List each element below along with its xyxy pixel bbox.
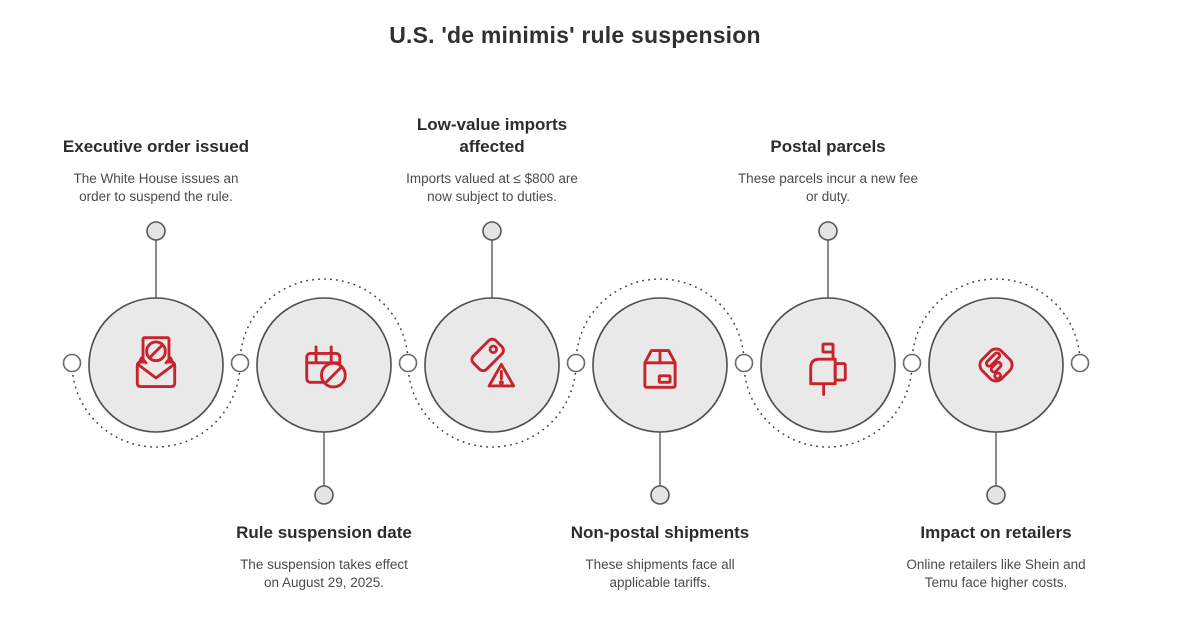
step-block-rule-suspension-date: Rule suspension date The suspension take… <box>184 522 464 591</box>
envelope-ban-icon <box>135 336 177 389</box>
step-description: Imports valued at ≤ $800 are now subject… <box>406 171 578 204</box>
step-title: Impact on retailers <box>920 523 1072 542</box>
step-title: Low-value imports affected <box>416 115 568 156</box>
page-title: U.S. 'de minimis' rule suspension <box>389 22 761 48</box>
step-block-executive-order: Executive order issued The White House i… <box>16 112 296 205</box>
price-tag-alert-icon <box>470 337 516 388</box>
stem-end-dots <box>146 221 1006 505</box>
calendar-ban-icon <box>305 345 347 389</box>
step-description: These parcels incur a new fee or duty. <box>737 171 919 204</box>
step-block-impact-on-retailers: Impact on retailers Online retailers lik… <box>856 522 1136 591</box>
step-description: The White House issues an order to suspe… <box>73 171 239 204</box>
feed-diamond-icon <box>978 347 1014 383</box>
step-node-4 <box>592 297 728 433</box>
mailbox-icon <box>809 342 847 396</box>
step-node-2 <box>256 297 392 433</box>
step-title: Postal parcels <box>770 137 886 156</box>
junction-dots <box>62 353 1090 373</box>
step-node-circles <box>88 297 1064 433</box>
step-title: Rule suspension date <box>236 523 412 542</box>
step-description: The suspension takes effect on August 29… <box>240 557 408 590</box>
step-node-5 <box>760 297 896 433</box>
step-description: These shipments face all applicable tari… <box>585 557 735 590</box>
step-block-postal-parcels: Postal parcels These parcels incur a new… <box>688 112 968 205</box>
stem-lines <box>155 240 997 487</box>
step-description: Online retailers like Shein and Temu fac… <box>906 557 1086 590</box>
step-block-non-postal-shipments: Non-postal shipments These shipments fac… <box>520 522 800 591</box>
package-box-icon <box>643 349 677 389</box>
step-title: Non-postal shipments <box>570 523 750 542</box>
step-block-low-value-imports: Low-value imports affected Imports value… <box>352 112 632 205</box>
step-title: Executive order issued <box>62 137 250 156</box>
